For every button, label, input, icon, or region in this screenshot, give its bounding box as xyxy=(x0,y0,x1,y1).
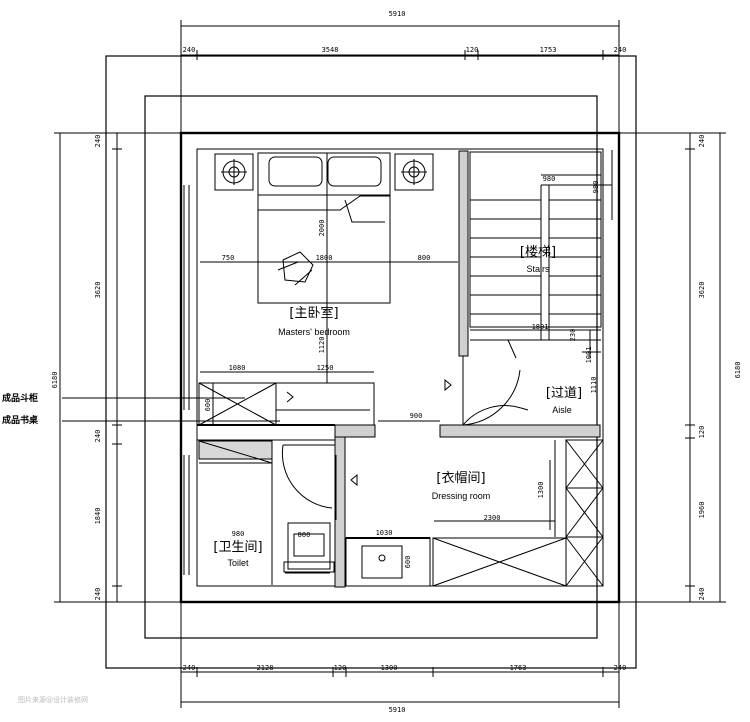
dim-cabinet-depth: 600 xyxy=(204,399,212,412)
toilet-en: Toilet xyxy=(227,558,249,568)
dim-bottom-3: 120 xyxy=(334,664,347,672)
dim-bed-length: 2000 xyxy=(318,220,326,237)
dim-top-total: 5910 xyxy=(389,10,406,18)
dim-right-3: 120 xyxy=(698,426,706,439)
dim-door-gap: 900 xyxy=(410,412,423,420)
aisle-cn: [过道] xyxy=(546,386,582,401)
dim-bed-right: 800 xyxy=(418,254,431,262)
master-bedroom-en: Masters' bedroom xyxy=(278,327,350,337)
stairs-cn: [楼梯] xyxy=(520,245,556,260)
toilet-shower xyxy=(198,440,273,460)
dim-bottom-4: 1300 xyxy=(381,664,398,672)
dressing-room-en: Dressing room xyxy=(432,491,491,501)
dim-bottom-6: 240 xyxy=(614,664,627,672)
dim-toilet-basin: 800 xyxy=(298,531,311,539)
desk xyxy=(275,382,375,426)
dim-left-1: 240 xyxy=(94,135,102,148)
dim-right-total: 6180 xyxy=(734,362,742,379)
dim-stair-height: 980 xyxy=(592,181,600,194)
arrow-icon xyxy=(350,473,358,487)
dim-bottom-5: 1763 xyxy=(510,664,527,672)
dim-bottom-total: 5910 xyxy=(389,706,406,714)
bedside-table-right xyxy=(394,153,434,191)
dim-right-1: 240 xyxy=(698,135,706,148)
aisle-door-swing xyxy=(462,356,521,426)
aisle-en: Aisle xyxy=(552,405,572,415)
dim-sink-width: 1030 xyxy=(376,529,393,537)
wardrobe-tall xyxy=(565,439,604,587)
dim-toilet-width: 980 xyxy=(232,530,245,538)
partition-wall-stair xyxy=(458,150,469,357)
dim-aisle-height: 1110 xyxy=(590,377,598,394)
callout-cabinet: 成品斗柜 xyxy=(2,392,38,404)
callouts: 成品斗柜 成品书桌 xyxy=(2,392,39,426)
dim-top-1: 240 xyxy=(183,46,196,54)
bedside-table-left xyxy=(214,153,254,191)
dim-bedroom-depth: 1120 xyxy=(318,337,326,354)
dimensions: 5910 240 3548 120 1753 240 240 2128 120 … xyxy=(51,10,742,714)
arrow-icon xyxy=(286,391,294,403)
outer-frame xyxy=(105,55,637,669)
stairs-en: Stairs xyxy=(526,264,550,274)
dim-top-4: 1753 xyxy=(540,46,557,54)
callout-desk: 成品书桌 xyxy=(2,414,39,426)
arrow-icon xyxy=(444,378,452,392)
stairs xyxy=(469,151,602,328)
dim-right-2: 3620 xyxy=(698,282,706,299)
dim-left-total: 6180 xyxy=(51,372,59,389)
dim-landing: 1801 xyxy=(532,323,549,331)
dim-right-4: 1960 xyxy=(698,502,706,519)
dim-cabinet-width: 1080 xyxy=(229,364,246,372)
dim-dressing-height: 1300 xyxy=(537,482,545,499)
dim-left-5: 240 xyxy=(94,588,102,601)
dim-right-5: 240 xyxy=(698,588,706,601)
dim-aisle-width: 1001 xyxy=(585,347,593,364)
room-labels: [主卧室] Masters' bedroom [楼梯] Stairs [过道] … xyxy=(213,245,582,568)
dim-stair-width: 980 xyxy=(543,175,556,183)
toilet-bowl xyxy=(287,522,331,570)
dim-top-3: 120 xyxy=(466,46,479,54)
dim-bottom-2: 2128 xyxy=(257,664,274,672)
dim-top-5: 240 xyxy=(614,46,627,54)
sink-counter xyxy=(345,537,431,587)
dim-landing-height: 230 xyxy=(569,329,577,342)
dim-left-3: 240 xyxy=(94,430,102,443)
dim-top-2: 3548 xyxy=(322,46,339,54)
toilet-door-swing xyxy=(281,444,335,509)
dim-bed-width: 1800 xyxy=(316,254,333,262)
dim-bottom-1: 240 xyxy=(183,664,196,672)
master-bedroom-cn: [主卧室] xyxy=(289,305,338,321)
middle-frame xyxy=(144,95,598,639)
dim-bed-left: 750 xyxy=(222,254,235,262)
dim-sink-depth: 600 xyxy=(404,556,412,569)
toilet-cn: [卫生间] xyxy=(213,540,262,555)
watermark: 图片来源@设计装修网 xyxy=(18,695,88,704)
dim-dressing-width: 2300 xyxy=(484,514,501,522)
dim-left-2: 3620 xyxy=(94,282,102,299)
perimeter-wall xyxy=(179,131,621,604)
dim-desk-width: 1250 xyxy=(317,364,334,372)
dressing-room-cn: [衣帽间] xyxy=(436,470,485,486)
bed xyxy=(257,152,391,304)
dim-left-4: 1840 xyxy=(94,508,102,525)
